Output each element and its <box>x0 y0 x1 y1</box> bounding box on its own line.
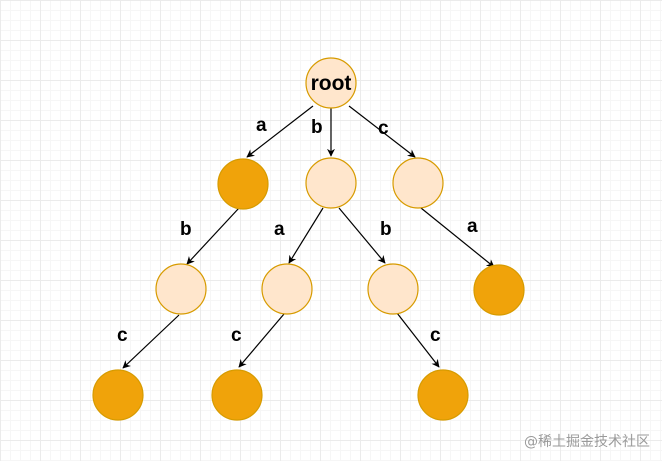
edge-label: c <box>378 118 389 139</box>
edge-ba-to-bac <box>238 313 285 368</box>
edge-label: a <box>256 115 267 136</box>
node-bb <box>367 263 419 315</box>
node-ba <box>261 263 313 315</box>
node-bac <box>211 369 263 421</box>
edge-label: a <box>467 216 478 237</box>
edge-label: b <box>380 219 392 240</box>
edge-label: c <box>117 325 128 346</box>
edge-root-to-a <box>246 105 314 158</box>
edge-b-to-bb <box>338 207 386 264</box>
node-root-label: root <box>311 72 352 95</box>
node-c <box>392 157 444 209</box>
node-b <box>305 157 357 209</box>
edge-root-to-c <box>348 105 416 158</box>
edge-label: c <box>231 325 242 346</box>
edge-a-to-ab <box>186 207 240 265</box>
node-a <box>217 158 269 210</box>
node-bbc <box>417 369 469 421</box>
edge-ab-to-abc <box>122 314 180 369</box>
edge-label: a <box>274 219 285 240</box>
node-root <box>305 57 357 109</box>
edge-label: c <box>430 325 441 346</box>
edge-label: b <box>311 117 323 138</box>
edge-c-to-ca <box>420 207 495 268</box>
edge-b-to-ba <box>288 207 324 264</box>
watermark: @稀土掘金技术社区 <box>524 434 650 450</box>
edge-bb-to-bbc <box>396 312 440 368</box>
edge-label: b <box>180 219 192 240</box>
node-ab <box>155 263 207 315</box>
node-ca <box>473 264 525 316</box>
node-abc <box>92 369 144 421</box>
